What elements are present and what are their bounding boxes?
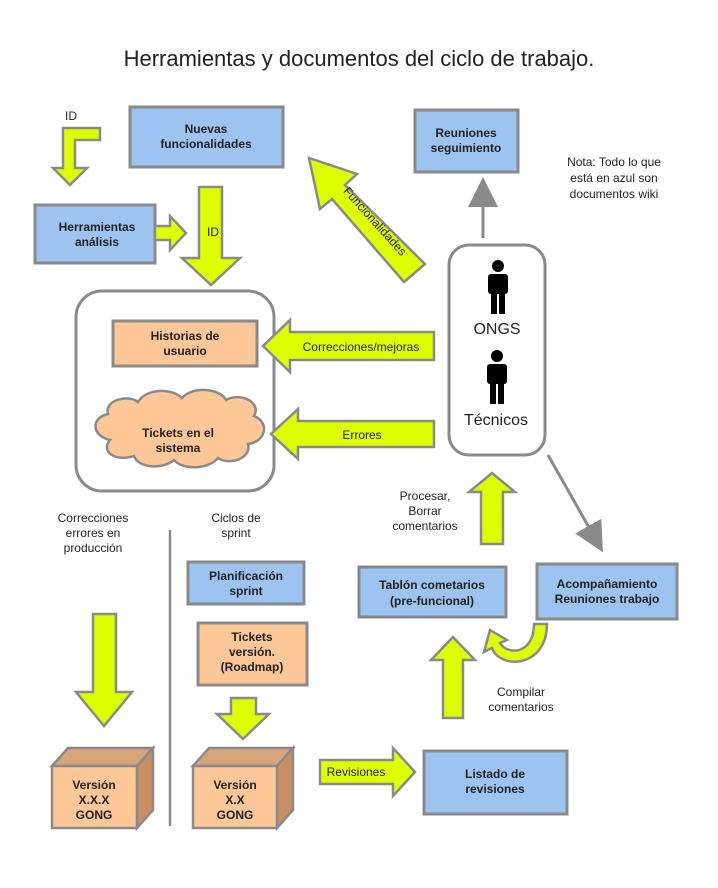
diagram-title: Herramientas y documentos del ciclo de t… (124, 46, 595, 71)
historias-usuario-box: Historias de usuario (111, 319, 259, 368)
ciclos-line-1: Ciclos de (211, 511, 261, 525)
person-tecnicos-icon (487, 350, 507, 404)
correcciones-line-3: producción (64, 541, 123, 555)
tablon-line-2: (pre-funcional) (390, 594, 474, 608)
reuniones-line-1: Reuniones (435, 126, 497, 140)
tickets-sistema-cloud: Tickets en el sistema (94, 388, 266, 469)
to-acompanamiento-line (546, 454, 603, 553)
ciclos-line-2: sprint (221, 526, 251, 540)
tecnicos-label: Técnicos (464, 412, 528, 429)
id-down-arrow (178, 185, 244, 287)
compilar-up-arrow (428, 635, 478, 720)
tickets-line-1: Tickets en el (142, 426, 214, 440)
revisiones-arrow (318, 744, 417, 800)
tickets-version-line-3: (Roadmap) (221, 660, 284, 674)
procesar-line-1: Procesar, (400, 489, 451, 503)
tickets-line-2: sistema (156, 441, 201, 455)
tablon-line-1: Tablón cometarios (379, 578, 485, 592)
tickets-version-box: Tickets versión. (Roadmap) (196, 621, 309, 687)
procesar-up-arrow (465, 471, 519, 546)
note-line-2: está en azul son (570, 171, 657, 185)
errores-arrow (269, 406, 436, 462)
reuniones-line-2: seguimiento (431, 141, 502, 155)
nuevas-funcionalidades-box: Nuevas funcionalidades (128, 105, 285, 169)
herramientas-line-2: análisis (75, 235, 119, 249)
compilar-line-2: comentarios (488, 700, 553, 714)
acompanamiento-line-1: Acompañamiento (557, 577, 658, 591)
tickets-version-line-1: Tickets (231, 630, 272, 644)
herramientas-right-arrow (153, 212, 188, 254)
tablon-comentarios-box: Tablón cometarios (pre-funcional) (357, 565, 508, 619)
nuevas-line-2: funcionalidades (160, 137, 252, 151)
version-xx-line-3: GONG (217, 808, 254, 822)
procesar-line-3: comentarios (392, 519, 457, 533)
version-xxx-cube: Versión X.X.X GONG (49, 744, 156, 832)
reuniones-seguimiento-box: Reuniones seguimiento (413, 108, 520, 174)
listado-revisiones-box: Listado de revisiones (422, 749, 569, 816)
version-xxx-line-1: Versión (72, 778, 115, 792)
errores-label: Errores (342, 428, 381, 442)
correcciones-line-1: Correcciones (58, 511, 129, 525)
planificacion-line-1: Planificación (209, 569, 283, 583)
acompanamiento-line-2: Reuniones trabajo (555, 592, 660, 606)
version-xx-line-1: Versión (213, 778, 256, 792)
herramientas-analisis-box: Herramientas análisis (33, 203, 157, 265)
historias-line-2: usuario (163, 344, 206, 358)
correcciones-mejoras-label: Correcciones/mejoras (303, 340, 420, 354)
listado-line-1: Listado de (465, 767, 525, 781)
version-xxx-line-3: GONG (76, 808, 113, 822)
id-down-label: ID (207, 225, 219, 239)
herramientas-line-1: Herramientas (59, 220, 136, 234)
revisiones-label: Revisiones (327, 765, 386, 779)
correcciones-line-2: errores en (66, 526, 121, 540)
person-ongs-icon (488, 260, 508, 314)
note-line-1: Nota: Todo lo que (567, 155, 661, 169)
correcciones-down-arrow (73, 612, 135, 728)
procesar-line-2: Borrar (408, 504, 441, 518)
acompanamiento-box: Acompañamiento Reuniones trabajo (535, 562, 679, 621)
tickets-version-line-2: versión. (229, 645, 275, 659)
id-elbow-arrow (49, 126, 102, 187)
listado-line-2: revisiones (465, 782, 525, 796)
ongs-label: ONGS (473, 321, 520, 338)
id-top-label: ID (65, 109, 77, 123)
version-xxx-line-2: X.X.X (79, 793, 110, 807)
correcciones-mejoras-arrow (261, 317, 436, 375)
funcionalidades-arrow (307, 156, 427, 284)
historias-line-1: Historias de (151, 329, 220, 343)
planificacion-sprint-box: Planificación sprint (186, 560, 306, 606)
version-xx-line-2: X.X (225, 793, 244, 807)
curved-return-arrow (482, 622, 549, 663)
tickets-version-down-arrow (213, 696, 273, 741)
note-line-3: documentos wiki (570, 187, 659, 201)
version-xx-cube: Versión X.X GONG (190, 744, 296, 832)
planificacion-line-2: sprint (229, 584, 262, 598)
compilar-line-1: Compilar (497, 685, 545, 699)
nuevas-line-1: Nuevas (185, 122, 228, 136)
